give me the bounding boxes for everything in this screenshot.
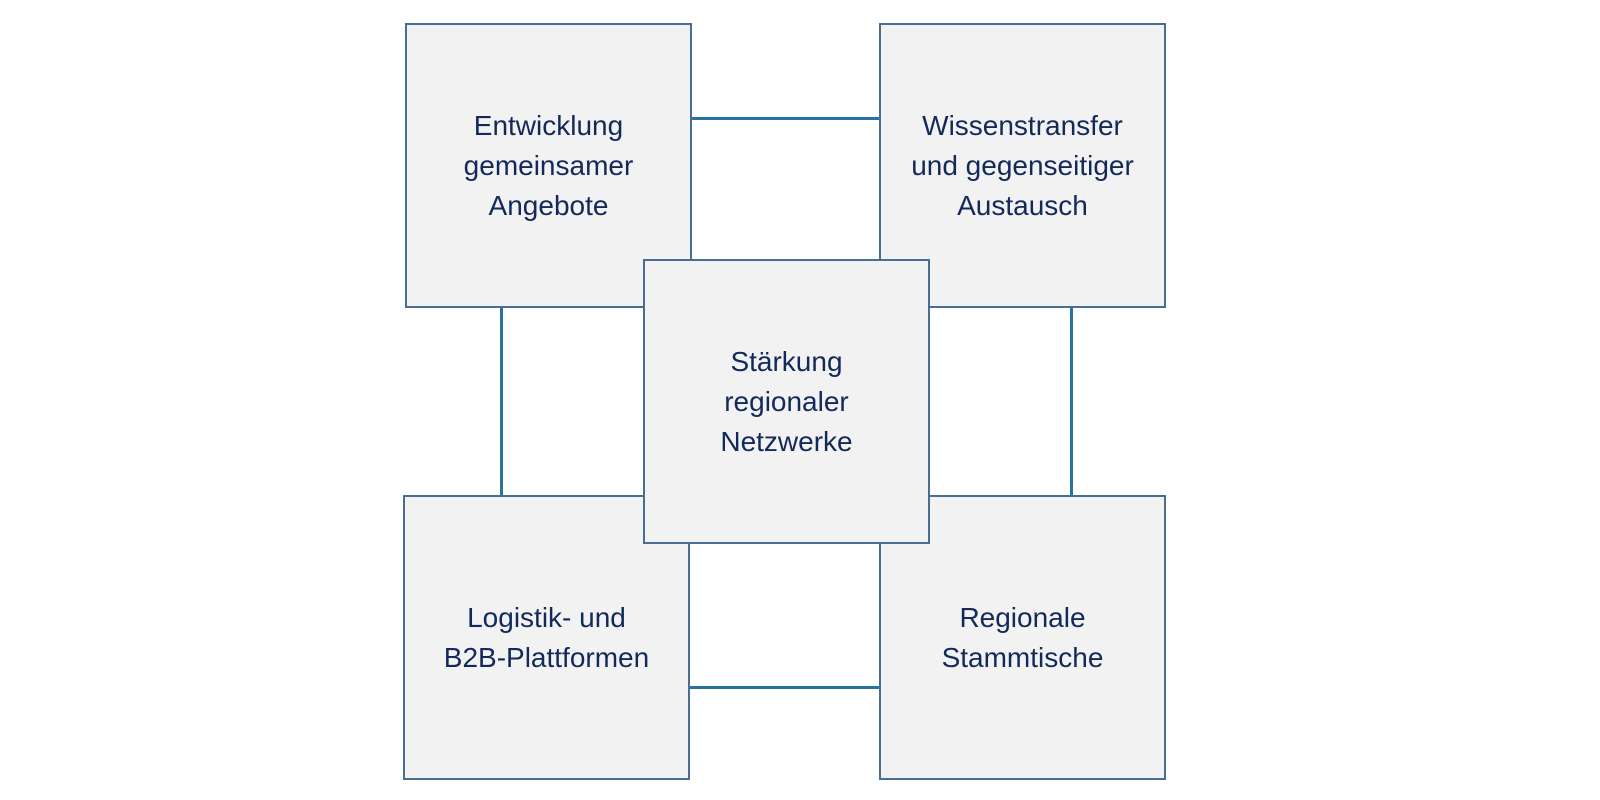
box-label-entwicklung: Entwicklung gemeinsamer Angebote xyxy=(463,109,634,221)
box-bottom-left: Logistik- und B2B-Plattformen xyxy=(403,495,690,780)
box-label-logistik: Logistik- und B2B-Plattformen xyxy=(443,601,650,673)
box-label-staerkung: Stärkung regionaler Netzwerke xyxy=(720,345,853,457)
box-top-right: Wissenstransfer und gegenseitiger Austau… xyxy=(879,23,1166,308)
connector-left xyxy=(500,308,503,496)
connector-bottom xyxy=(688,686,880,689)
box-label-wissenstransfer: Wissenstransfer und gegenseitiger Austau… xyxy=(911,109,1134,221)
connector-top xyxy=(690,117,880,120)
box-label-stammtische: Regionale Stammtische xyxy=(941,601,1104,673)
connector-right xyxy=(1070,308,1073,496)
box-center: Stärkung regionaler Netzwerke xyxy=(643,259,930,544)
box-top-left: Entwicklung gemeinsamer Angebote xyxy=(405,23,692,308)
